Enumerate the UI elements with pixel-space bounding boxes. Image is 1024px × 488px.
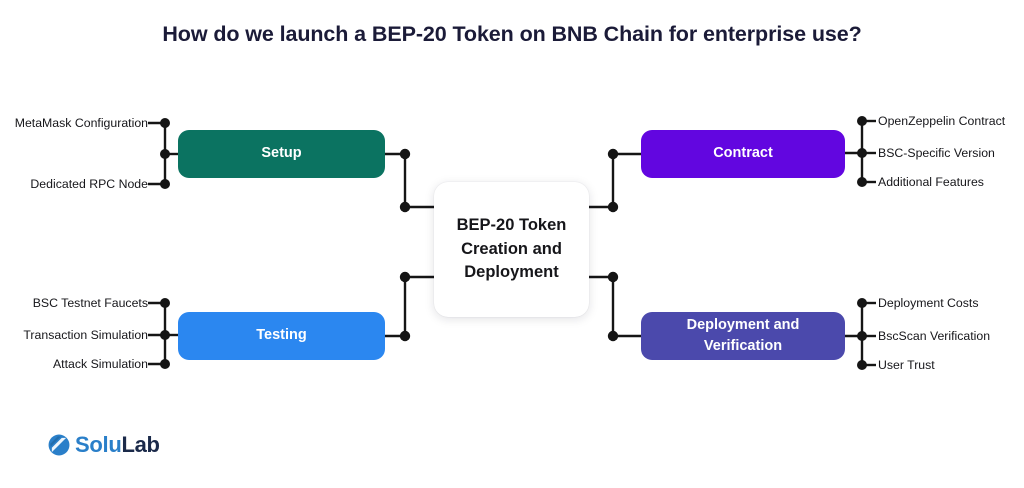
leaf-label-attack-simulation[interactable]: Attack Simulation	[52, 357, 148, 371]
branch-box-setup[interactable]: Setup	[178, 130, 385, 178]
leaf-label-additional-features[interactable]: Additional Features	[878, 175, 984, 189]
branch-label-deployment-line-2: Verification	[703, 338, 783, 354]
leaf-label-bsc-specific-version[interactable]: BSC-Specific Version	[878, 146, 995, 160]
center-line-2: Creation and	[461, 239, 562, 258]
leaf-label-metamask-configuration[interactable]: MetaMask Configuration	[14, 116, 148, 130]
leaf-label-user-trust[interactable]: User Trust	[878, 358, 935, 372]
leaf-label-transaction-simulation[interactable]: Transaction Simulation	[23, 328, 148, 342]
branch-box-deployment[interactable]: Deployment and Verification	[641, 312, 845, 360]
branch-label-contract: Contract	[713, 145, 773, 162]
leaf-label-bscscan-verification[interactable]: BscScan Verification	[878, 329, 991, 343]
solulab-logo-icon	[48, 434, 70, 456]
center-line-1: BEP-20 Token	[456, 216, 567, 235]
solulab-logo[interactable]: SoluLab	[48, 434, 160, 456]
leaf-label-dedicated-rpc-node[interactable]: Dedicated RPC Node	[30, 177, 148, 191]
branch-label-setup: Setup	[261, 145, 302, 162]
branch-label-deployment-line-1: Deployment and	[686, 316, 800, 333]
logo-text-lab: Lab	[121, 432, 160, 457]
leaf-label-bsc-testnet-faucets[interactable]: BSC Testnet Faucets	[32, 296, 148, 310]
solulab-logo-text: SoluLab	[75, 434, 160, 456]
branch-box-contract[interactable]: Contract	[641, 130, 845, 178]
leaf-label-openzeppelin-contract[interactable]: OpenZeppelin Contract	[878, 114, 1006, 128]
page-title: How do we launch a BEP-20 Token on BNB C…	[162, 22, 862, 46]
center-node-label: BEP-20 Token Creation and Deployment	[457, 214, 567, 284]
logo-text-solu: Solu	[75, 432, 122, 457]
branch-label-testing: Testing	[256, 327, 307, 344]
center-line-3: Deployment	[464, 263, 559, 282]
center-node[interactable]: BEP-20 Token Creation and Deployment	[434, 182, 589, 317]
leaf-label-deployment-costs[interactable]: Deployment Costs	[878, 296, 979, 310]
branch-label-deployment: Deployment and Verification	[687, 315, 800, 357]
branch-box-testing[interactable]: Testing	[178, 312, 385, 360]
